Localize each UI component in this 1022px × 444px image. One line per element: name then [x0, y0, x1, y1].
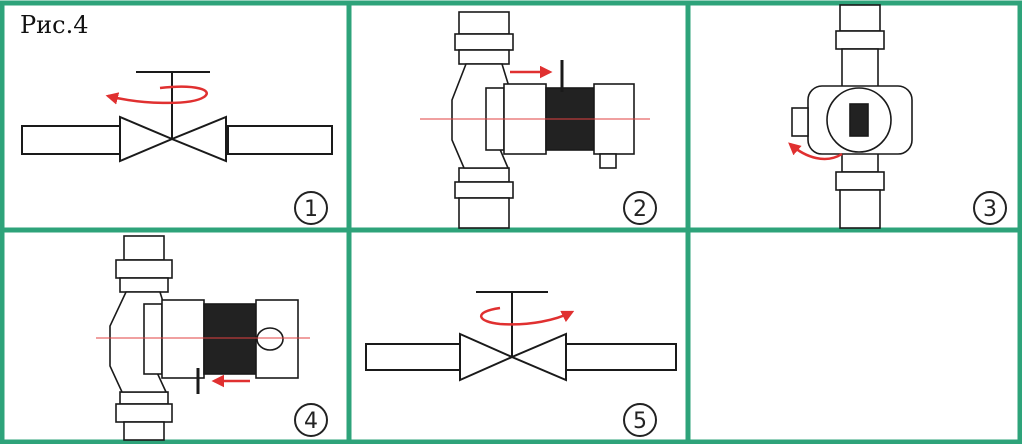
- panel-2: 2: [420, 11, 657, 229]
- figure-caption: Рис.4: [18, 11, 91, 39]
- panel-1: 1: [21, 71, 333, 225]
- step-number-1: 1: [304, 197, 318, 222]
- pipe-icon-vertical: [835, 4, 885, 229]
- step-number-badge-4: 4: [294, 403, 328, 437]
- rotation-arrow-icon: [788, 142, 843, 161]
- step-number-4: 4: [304, 409, 318, 434]
- panel-4: 4: [96, 235, 328, 441]
- step-number-2: 2: [633, 197, 647, 222]
- pipe-icon: [115, 235, 173, 441]
- step-number-badge-1: 1: [294, 191, 328, 225]
- step-number-badge-3: 3: [973, 191, 1007, 225]
- valve-icon: [21, 71, 333, 163]
- side-connector-icon: [791, 107, 809, 137]
- panel-3: 3: [788, 4, 1007, 229]
- step-number-3: 3: [983, 197, 997, 222]
- panel-5: 5: [365, 291, 677, 437]
- pump-flange-icon: [143, 303, 163, 375]
- pump-fins-icon: [203, 303, 257, 375]
- step-number-5: 5: [633, 409, 647, 434]
- valve-icon: [365, 291, 677, 382]
- step-number-badge-2: 2: [623, 191, 657, 225]
- display-icon: [849, 103, 869, 137]
- rotation-arrow-icon: [480, 306, 575, 326]
- step-number-badge-5: 5: [623, 403, 657, 437]
- pipe-icon: [454, 11, 514, 229]
- pump-plug-icon: [599, 153, 617, 169]
- rotation-arrow-icon: [105, 85, 208, 105]
- plug-icon: [256, 327, 284, 351]
- pump-motor-icon: [161, 299, 205, 379]
